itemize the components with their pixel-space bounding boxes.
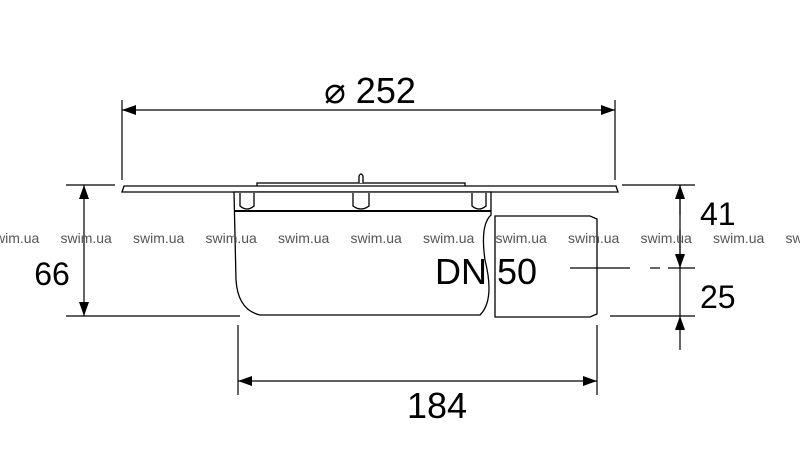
watermark-text: swim.ua: [568, 230, 620, 246]
watermark-row: swim.ua swim.ua swim.ua swim.ua swim.ua swim.…: [0, 230, 800, 246]
width-dimension: [237, 325, 598, 395]
watermark-text: swim.ua: [713, 230, 765, 246]
diameter-label: ⌀ 252: [324, 70, 416, 111]
watermark-text: swim.ua: [133, 230, 185, 246]
width-label: 184: [407, 385, 467, 426]
watermark-text: swim.ua: [278, 230, 330, 246]
lower-offset-label: 25: [700, 279, 736, 315]
watermark-text: swim.ua: [61, 230, 113, 246]
watermark-text: swim.ua: [423, 230, 475, 246]
watermark-text: swim.ua: [0, 230, 40, 246]
outlet-label: DN 50: [435, 251, 537, 292]
watermark-text: swim.ua: [351, 230, 403, 246]
outlet-offset-dimension: [570, 184, 695, 350]
upper-offset-label: 41: [700, 196, 736, 232]
diameter-dimension: [121, 100, 616, 180]
watermark-text: swim.ua: [786, 230, 800, 246]
watermark-text: swim.ua: [641, 230, 693, 246]
drain-body: [121, 173, 619, 318]
watermark-text: swim.ua: [206, 230, 258, 246]
height-dimension: [66, 184, 240, 317]
watermark-text: swim.ua: [496, 230, 548, 246]
height-label: 66: [34, 256, 70, 292]
